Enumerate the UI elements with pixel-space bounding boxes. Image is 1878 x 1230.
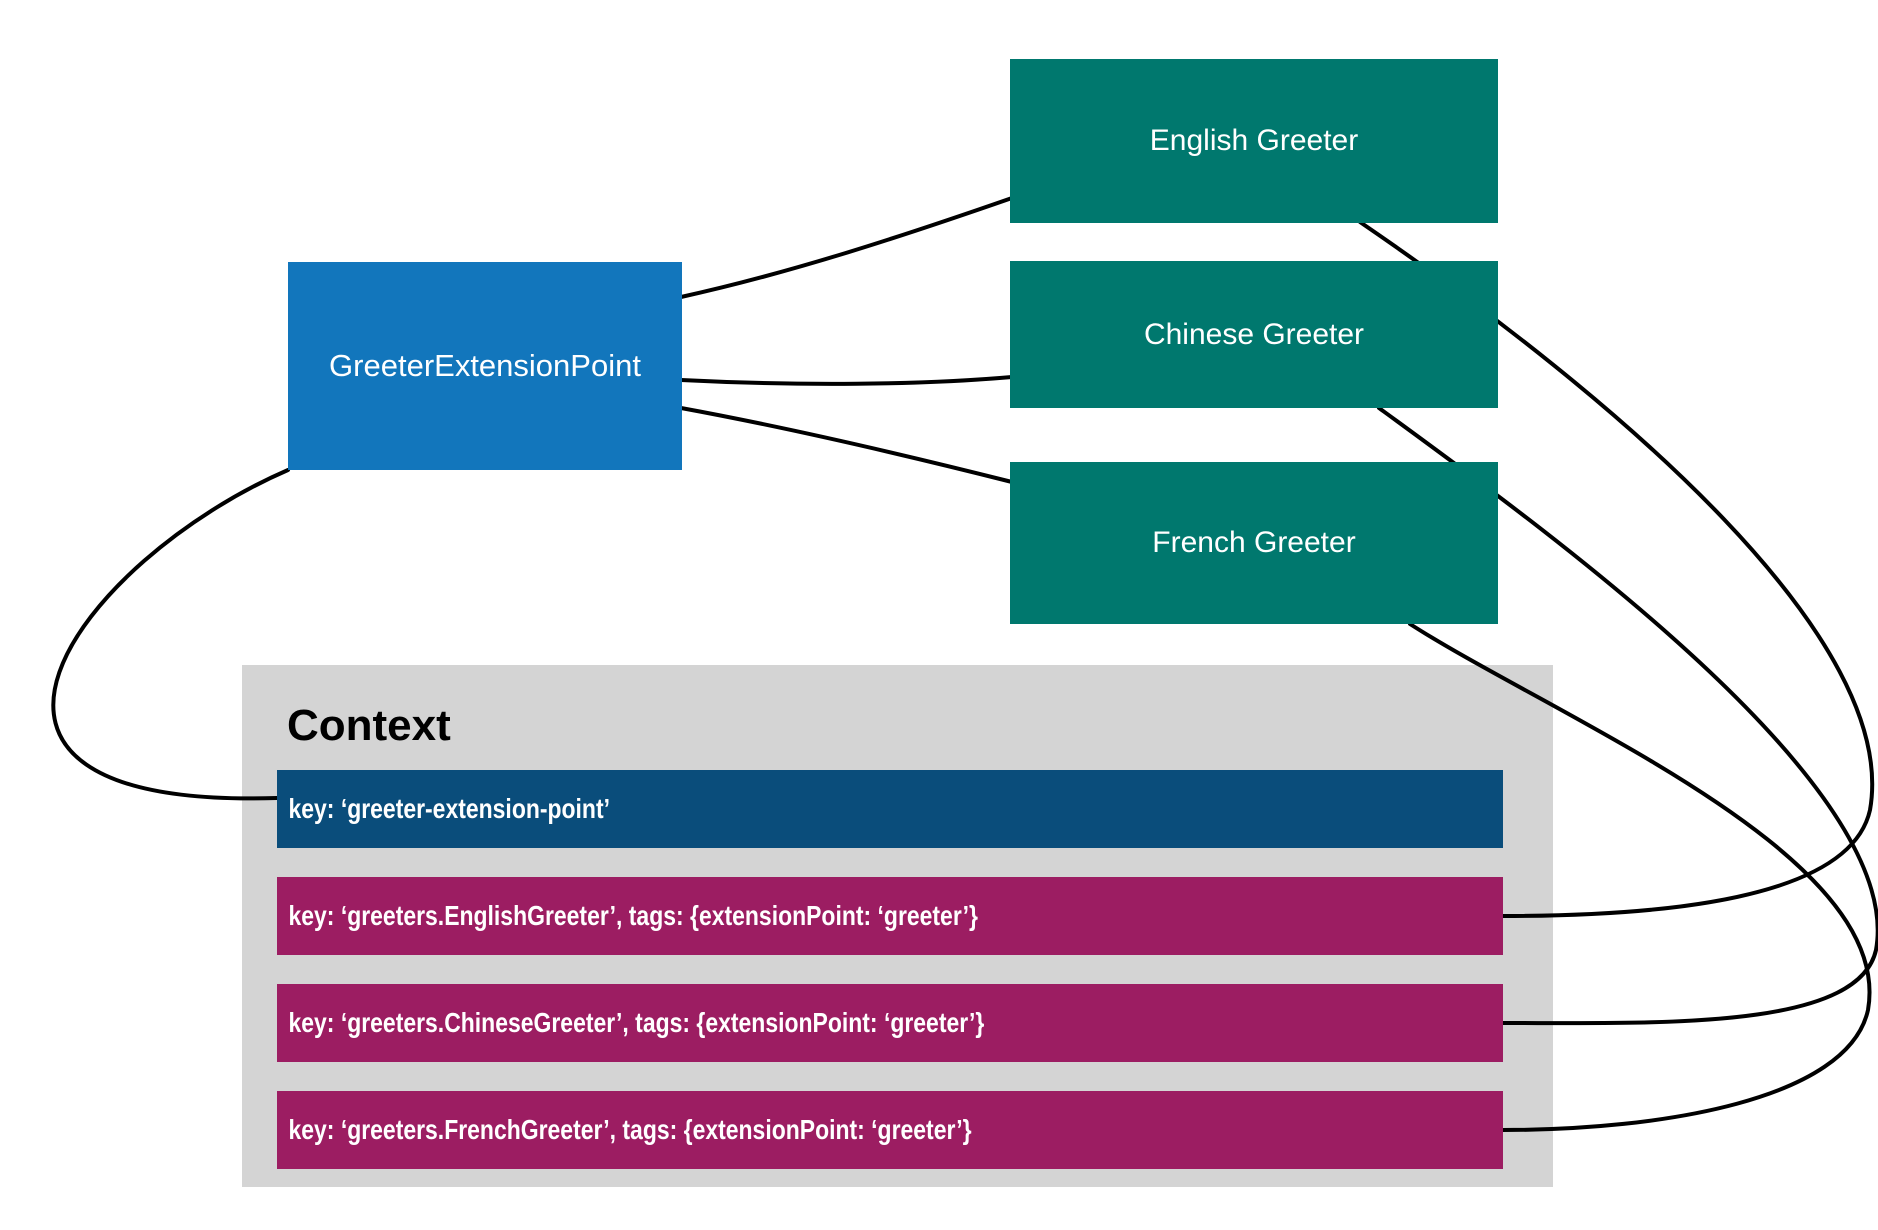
context-container: Context key: ‘greeter-extension-point’ k…: [242, 665, 1553, 1187]
edge-gep-to-french-greeter: [679, 406, 1014, 484]
french-greeter-label: French Greeter: [1152, 526, 1356, 559]
english-greeter-node: English Greeter: [1010, 59, 1498, 223]
context-entry-chinese-greeter: key: ‘greeters.ChineseGreeter’, tags: {e…: [277, 984, 1503, 1062]
english-greeter-label: English Greeter: [1149, 124, 1359, 157]
chinese-greeter-label: Chinese Greeter: [1143, 317, 1365, 351]
edge-french-greeter-to-context-entry: [1408, 622, 1872, 1132]
context-entry-english-greeter: key: ‘greeters.EnglishGreeter’, tags: {e…: [277, 877, 1503, 955]
chinese-greeter-node: Chinese Greeter: [1010, 261, 1498, 408]
context-entry-extension-point-label: key: ‘greeter-extension-point’: [288, 793, 610, 824]
context-title: Context: [287, 701, 451, 750]
context-entry-extension-point: key: ‘greeter-extension-point’: [277, 770, 1503, 848]
edge-gep-to-english-greeter: [679, 196, 1014, 299]
french-greeter-node: French Greeter: [1010, 462, 1498, 624]
greeter-extension-point-label: GreeterExtensionPoint: [329, 348, 641, 383]
context-entry-english-greeter-label: key: ‘greeters.EnglishGreeter’, tags: {e…: [288, 900, 978, 931]
edge-gep-to-context-key: [51, 468, 290, 801]
context-entry-french-greeter-label: key: ‘greeters.FrenchGreeter’, tags: {ex…: [288, 1114, 972, 1145]
edge-english-greeter-to-context-entry: [1358, 220, 1874, 918]
edge-chinese-greeter-to-context-entry: [1377, 406, 1878, 1026]
context-entry-chinese-greeter-label: key: ‘greeters.ChineseGreeter’, tags: {e…: [288, 1007, 985, 1038]
edge-gep-to-chinese-greeter: [679, 375, 1014, 386]
context-entry-french-greeter: key: ‘greeters.FrenchGreeter’, tags: {ex…: [277, 1091, 1503, 1169]
greeter-extension-point-node: GreeterExtensionPoint: [288, 262, 682, 470]
